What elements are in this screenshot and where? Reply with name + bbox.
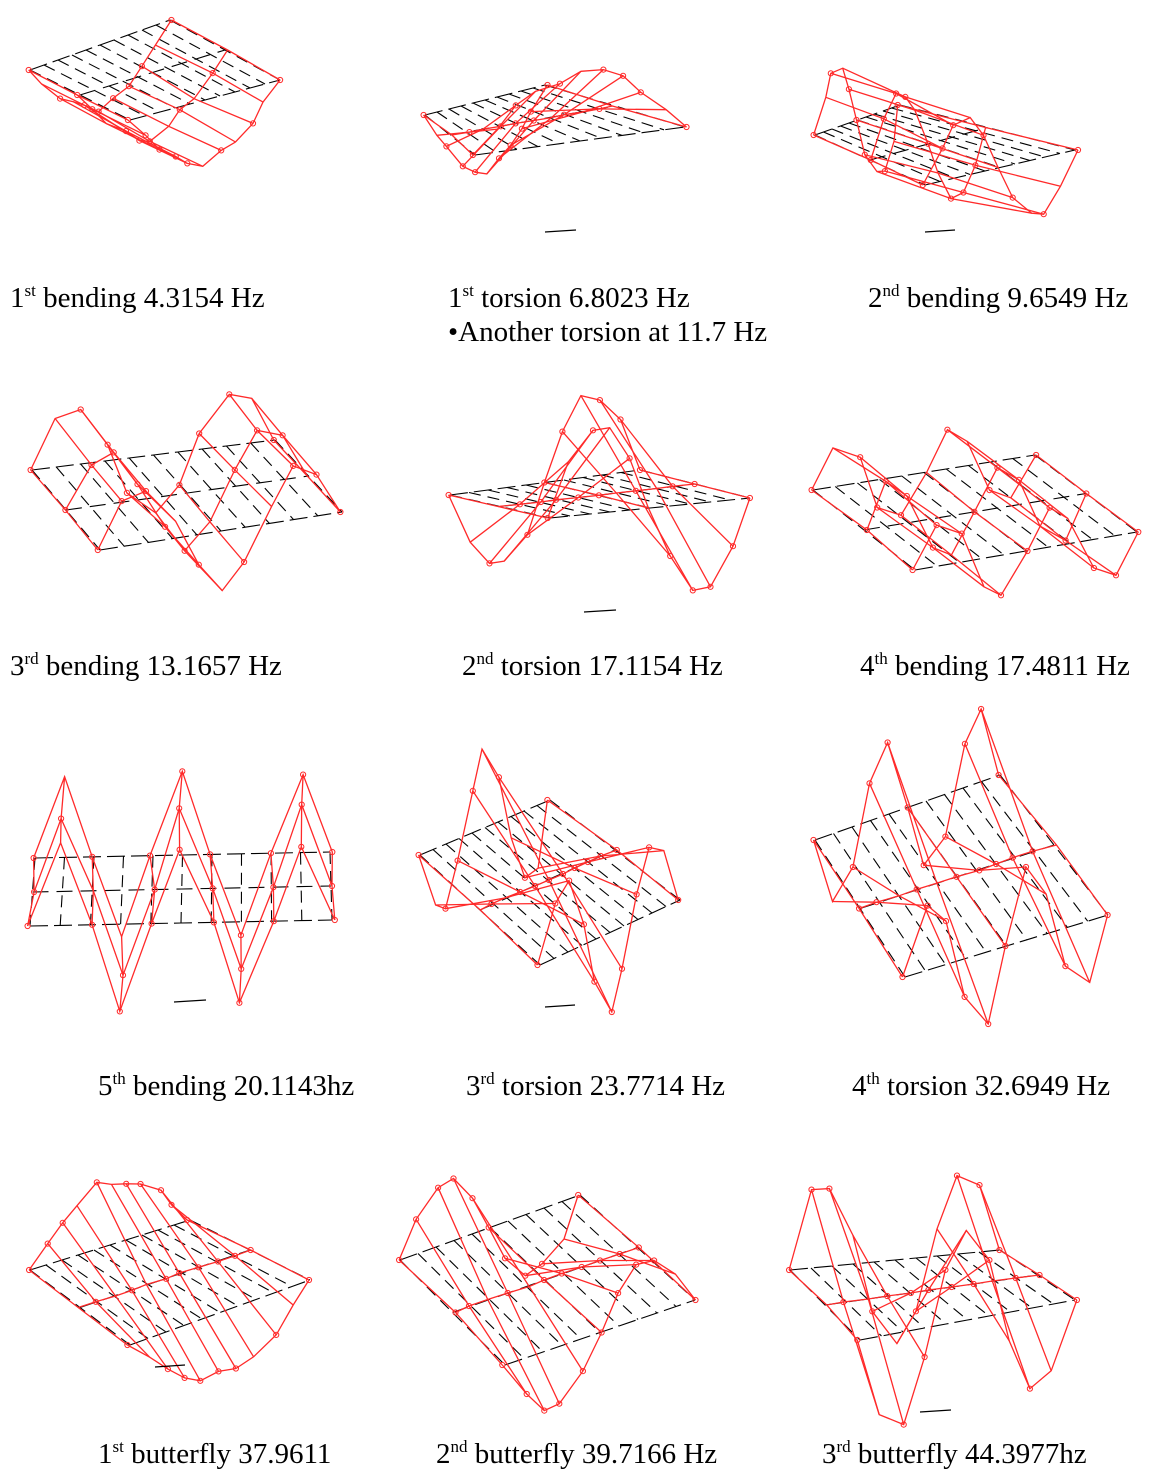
undeformed-grid (29, 19, 281, 121)
mode-shape-drawing (420, 66, 690, 233)
mesh-nodes (786, 1172, 1080, 1428)
mesh-nodes (810, 705, 1111, 1028)
mesh-nodes (808, 426, 1142, 599)
mode-plot-3rd-bending (10, 391, 350, 600)
axis-fragment (544, 229, 577, 233)
undeformed-grid (399, 1194, 696, 1366)
mode-shape-drawing (808, 426, 1142, 599)
mesh-nodes (445, 397, 753, 594)
undeformed-grid (31, 439, 343, 551)
caption-4th-bending: 4th bending 17.4811 Hz (860, 649, 1130, 682)
mode-plot-4th-bending (805, 420, 1145, 599)
mode-shape-drawing (415, 747, 682, 1016)
mesh-nodes (27, 391, 344, 568)
mode-shape-drawing (786, 1172, 1080, 1428)
undeformed-grid (29, 851, 333, 927)
mode-plot-2nd-bending (790, 50, 1090, 240)
deformed-mesh (417, 747, 679, 1014)
mesh-nodes (420, 66, 690, 176)
mode-plot-1st-butterfly (20, 1155, 320, 1384)
mesh-nodes (415, 774, 682, 1016)
mode-plot-2nd-torsion (440, 394, 760, 620)
deformed-mesh (811, 428, 1139, 597)
caption-3rd-torsion: 3rd torsion 23.7714 Hz (466, 1069, 726, 1102)
caption-2nd-bending: 2nd bending 9.6549 Hz (868, 281, 1129, 314)
mode-shape-drawing (810, 705, 1111, 1028)
mesh-nodes (396, 1175, 699, 1414)
mesh-nodes (24, 768, 338, 1015)
deformed-mesh (788, 1174, 1078, 1426)
axis-fragment (544, 1004, 576, 1008)
mode-plot-4th-torsion (800, 705, 1120, 1028)
mesh-nodes (26, 1179, 313, 1384)
caption-3rd-butterfly: 3rd butterfly 44.3977hz (822, 1437, 1087, 1470)
deformed-mesh (812, 707, 1109, 1026)
caption-2nd-butterfly: 2nd butterfly 39.7166 Hz (436, 1437, 718, 1470)
mode-shape-drawing (445, 394, 753, 613)
caption-1st-bending: 1st bending 4.3154 Hz (10, 281, 265, 314)
caption-5th-bending: 5th bending 20.1143hz (98, 1069, 355, 1102)
caption-4th-torsion: 4th torsion 32.6949 Hz (852, 1069, 1111, 1102)
mode-plot-3rd-butterfly (780, 1130, 1090, 1428)
mode-plot-1st-torsion (405, 20, 715, 240)
mesh-nodes (25, 16, 284, 167)
caption-2nd-torsion: 2nd torsion 17.1154 Hz (462, 649, 723, 682)
deformed-mesh (423, 68, 687, 175)
caption-3rd-bending: 3rd bending 13.1657 Hz (10, 649, 282, 682)
caption-1st-torsion: 1st torsion 6.8023 Hz (448, 281, 690, 314)
axis-fragment (154, 1364, 186, 1368)
mode-shape-drawing (26, 1179, 313, 1384)
axis-fragment (583, 609, 617, 613)
deformed-mesh (398, 1177, 697, 1412)
mode-shape-drawing (27, 391, 344, 592)
deformed-mesh (28, 1181, 310, 1382)
mesh-nodes (810, 70, 1082, 218)
deformed-mesh (448, 394, 751, 592)
axis-fragment (924, 229, 956, 233)
deformed-mesh (812, 67, 1079, 215)
deformed-mesh (30, 393, 341, 592)
deformed-mesh (28, 19, 281, 167)
deformed-mesh (26, 769, 336, 1014)
mode-shape-drawing (396, 1175, 699, 1414)
mode-shape-drawing (810, 67, 1082, 233)
note-another-torsion: •Another torsion at 11.7 Hz (448, 316, 768, 348)
mode-shape-drawing (24, 768, 338, 1015)
axis-fragment (173, 999, 207, 1003)
mode-plot-1st-bending (10, 10, 310, 240)
caption-1st-butterfly: 1st butterfly 37.9611 (98, 1437, 332, 1470)
axis-fragment (919, 1409, 952, 1413)
mode-plot-3rd-torsion (410, 745, 710, 1016)
mode-shape-drawing (25, 16, 284, 167)
undeformed-grid (449, 469, 751, 519)
mode-plot-5th-bending (24, 768, 350, 1015)
mode-plot-2nd-butterfly (395, 1175, 705, 1414)
